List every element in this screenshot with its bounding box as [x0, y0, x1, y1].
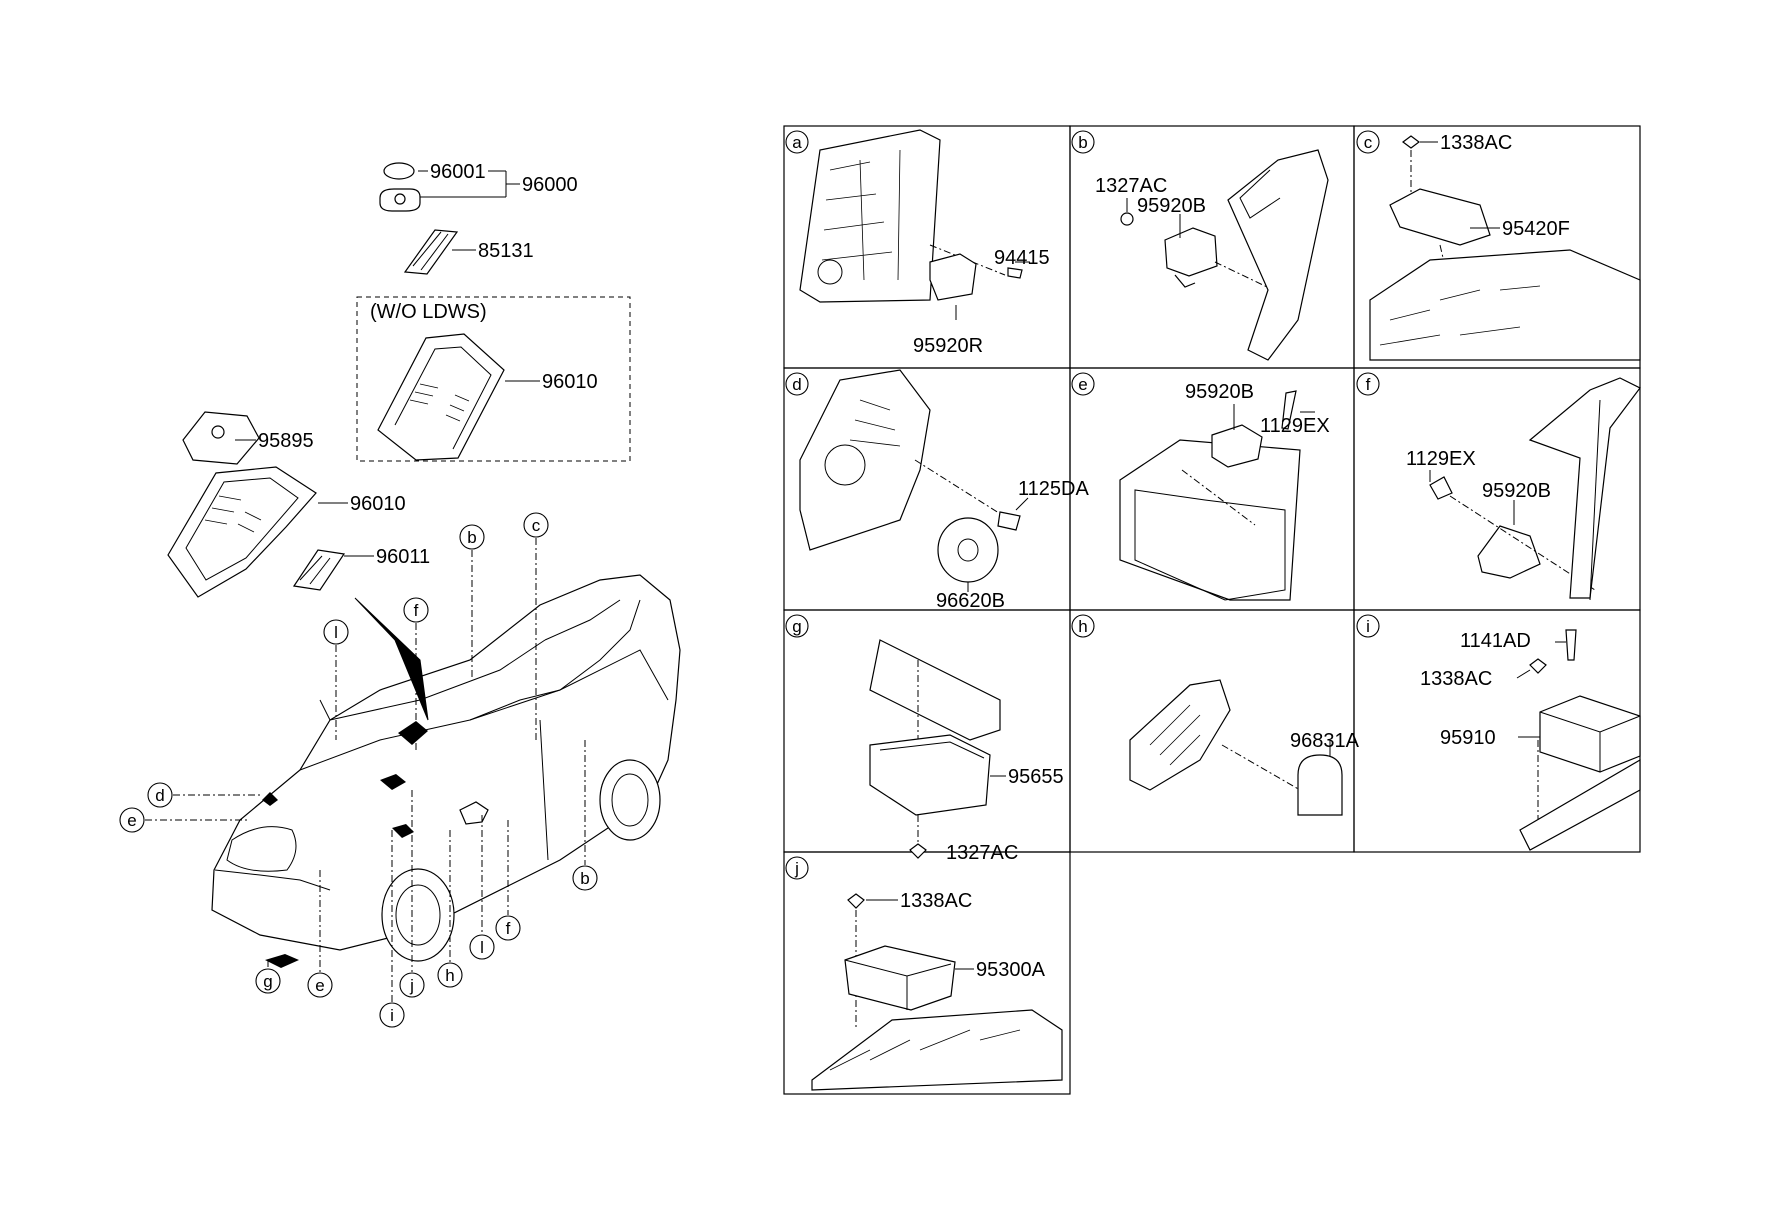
callouts: l f b c d e g e i — [119, 512, 598, 1028]
part-number-1327AC: 1327AC — [1095, 175, 1167, 197]
panel-h: h 96831A — [1071, 614, 1360, 816]
vehicle-outline — [211, 574, 681, 968]
callout-l-bottom: l — [480, 938, 484, 957]
panel-j: j 1338AC 95300A — [785, 856, 1063, 1091]
part-number-1338AC: 1338AC — [1420, 668, 1492, 690]
part-number-96000: 96000 — [522, 174, 578, 196]
cover-drawing — [403, 229, 459, 275]
panel-i: i 1141AD 1338AC 95910 — [1356, 614, 1641, 851]
callout-e: e — [127, 811, 136, 830]
panel-f: f 1129EX 95920B — [1356, 372, 1641, 601]
part-number-95895: 95895 — [258, 430, 314, 452]
panel-e-letter: e — [1078, 375, 1087, 394]
part-number-1338AC: 1338AC — [900, 890, 972, 912]
panel-a-letter: a — [792, 133, 802, 152]
console-96010: 96010 — [167, 466, 406, 598]
callout-e-bottom: e — [315, 976, 324, 995]
part-number-1129EX: 1129EX — [1260, 415, 1330, 437]
part-number-96010-wo-ldws: 96010 — [542, 371, 598, 393]
part-number-96010: 96010 — [350, 493, 406, 515]
sensor-pad-drawing — [383, 162, 415, 180]
callout-h: h — [445, 966, 454, 985]
part-number-94415: 94415 — [994, 247, 1050, 269]
panel-b: b 1327AC 95920B — [1071, 130, 1329, 361]
panel-f-letter: f — [1366, 375, 1371, 394]
panel-e: e 95920B 1129EX — [1071, 372, 1330, 601]
callout-g: g — [263, 972, 272, 991]
callout-b-right: b — [580, 869, 589, 888]
callout-i: i — [390, 1006, 394, 1025]
part-number-85131: 85131 — [478, 240, 534, 262]
panel-d: d 1125DA 96620B — [785, 369, 1089, 612]
callout-c: c — [532, 516, 541, 535]
part-number-95920B: 95920B — [1137, 195, 1206, 217]
callout-f: f — [414, 601, 419, 620]
panel-a: a 94415 95920R — [785, 129, 1050, 357]
callout-j: j — [409, 976, 414, 995]
part-number-95300A: 95300A — [976, 959, 1046, 981]
panel-i-letter: i — [1366, 617, 1370, 636]
part-number-96011: 96011 — [376, 546, 430, 568]
part-number-95920R: 95920R — [913, 335, 983, 357]
callout-d: d — [155, 786, 164, 805]
panel-c-letter: c — [1364, 133, 1373, 152]
panel-g-letter: g — [792, 617, 801, 636]
panel-d-letter: d — [792, 375, 801, 394]
callout-b: b — [467, 528, 476, 547]
overview-section: 96001 96000 85131 (W/O LDWS) 96010 958 — [119, 161, 681, 1028]
part-number-1141AD: 1141AD — [1460, 630, 1531, 652]
part-number-96620B: 96620B — [936, 590, 1005, 612]
part-number-95920B: 95920B — [1185, 381, 1254, 403]
part-number-1338AC: 1338AC — [1440, 132, 1512, 154]
callout-f-bottom: f — [506, 919, 511, 938]
rain-sensor-group: 96001 96000 — [379, 161, 578, 212]
part-number-1125DA: 1125DA — [1018, 478, 1089, 500]
part-number-95920B: 95920B — [1482, 480, 1551, 502]
part-number-95910: 95910 — [1440, 727, 1496, 749]
map-lamp-95895: 95895 — [182, 411, 314, 465]
part-number-96831A: 96831A — [1290, 730, 1360, 752]
part-number-1327AC: 1327AC — [946, 842, 1018, 864]
part-number-95420F: 95420F — [1502, 218, 1570, 240]
wo-ldws-note: (W/O LDWS) — [370, 301, 487, 323]
lamp-drawing — [182, 411, 260, 465]
callout-l: l — [334, 623, 338, 642]
overhead-console-drawing — [167, 466, 317, 598]
bracket-85131: 85131 — [403, 229, 534, 275]
part-number-95655: 95655 — [1008, 766, 1064, 788]
overhead-console-drawing — [377, 333, 505, 461]
cover-drawing — [292, 549, 346, 591]
panel-j-letter: j — [794, 859, 799, 878]
panel-h-letter: h — [1078, 617, 1087, 636]
panel-g: g 95655 1327AC — [785, 614, 1064, 864]
part-number-96001: 96001 — [430, 161, 486, 183]
cover-96011: 96011 — [292, 546, 430, 591]
panel-c: c 1338AC 95420F — [1356, 130, 1641, 361]
part-number-1129EX: 1129EX — [1406, 448, 1476, 470]
panel-b-letter: b — [1078, 133, 1087, 152]
wo-ldws-box: (W/O LDWS) 96010 — [356, 296, 631, 462]
